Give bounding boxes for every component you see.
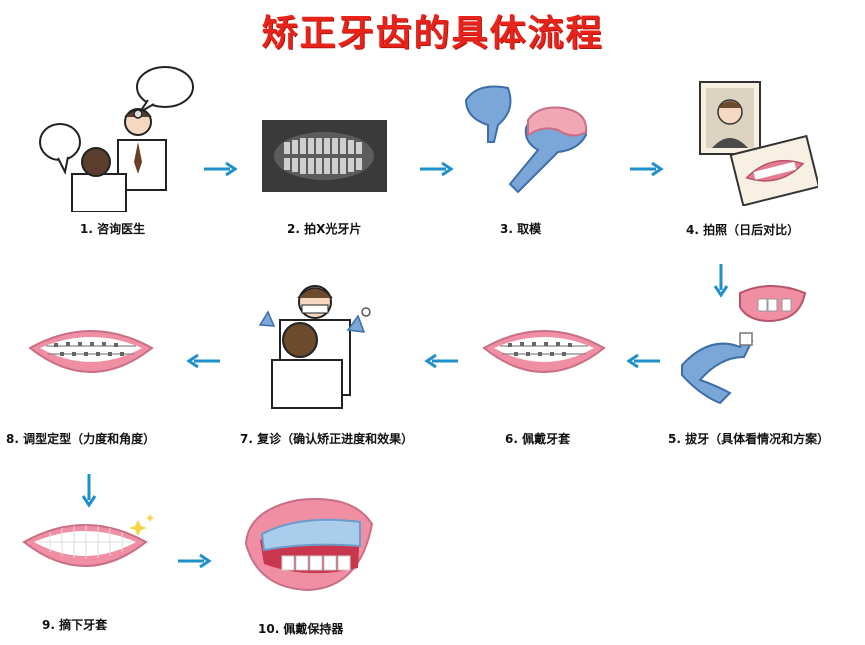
- step-2-label: 2. 拍X光牙片: [287, 222, 362, 236]
- braces-mouth-icon: [482, 330, 606, 373]
- step-retainer: 10. 佩戴保持器: [238, 490, 388, 640]
- arrow-down-icon: [713, 264, 729, 298]
- arrow-right-icon: [420, 161, 454, 177]
- step-extraction: 5. 拔牙（具体看情况和方案）: [660, 275, 860, 450]
- step-consult-doctor: 1. 咨询医生: [30, 62, 205, 247]
- arrow-left-icon: [424, 353, 458, 369]
- step-10-label: 10. 佩戴保持器: [258, 622, 344, 636]
- consult-doctor-illustration: [39, 66, 194, 212]
- step-1-label: 1. 咨询医生: [80, 222, 146, 236]
- step-follow-up: 7. 复诊（确认矫正进度和效果）: [240, 280, 440, 450]
- arrow-left-icon: [186, 353, 220, 369]
- arrow-right-icon: [630, 161, 664, 177]
- step-5-label: 5. 拔牙（具体看情况和方案）: [668, 432, 830, 446]
- step-impression: 3. 取模: [458, 80, 598, 250]
- step-7-label: 7. 复诊（确认矫正进度和效果）: [240, 432, 414, 446]
- step-photo: 4. 拍照（日后对比）: [686, 76, 838, 251]
- clean-smile-icon: [22, 514, 155, 567]
- page-title: 矫正牙齿的具体流程: [261, 13, 604, 54]
- arrow-right-icon: [204, 161, 238, 177]
- arrow-left-icon: [626, 353, 660, 369]
- step-4-label: 4. 拍照（日后对比）: [686, 223, 800, 237]
- step-8-label: 8. 调型定型（力度和角度）: [6, 432, 156, 446]
- follow-up-exam-icon: [258, 285, 371, 409]
- step-remove-braces: 9. 摘下牙套: [20, 512, 180, 632]
- step-3-label: 3. 取模: [500, 222, 542, 236]
- step-6-label: 6. 佩戴牙套: [505, 432, 571, 446]
- photo-frames-icon: [699, 81, 818, 206]
- aligned-braces-icon: [28, 330, 154, 373]
- step-xray: 2. 拍X光牙片: [262, 120, 392, 250]
- step-braces: 6. 佩戴牙套: [480, 318, 610, 448]
- xray-image-icon: [262, 120, 387, 192]
- step-9-label: 9. 摘下牙套: [42, 618, 108, 632]
- step-shaping: 8. 调型定型（力度和角度）: [6, 318, 196, 448]
- retainer-icon: [244, 498, 374, 592]
- arrow-right-icon: [178, 553, 212, 569]
- arrow-down-icon: [81, 474, 97, 508]
- extraction-forceps-icon: [681, 285, 807, 405]
- impression-tray-icon: [464, 85, 588, 194]
